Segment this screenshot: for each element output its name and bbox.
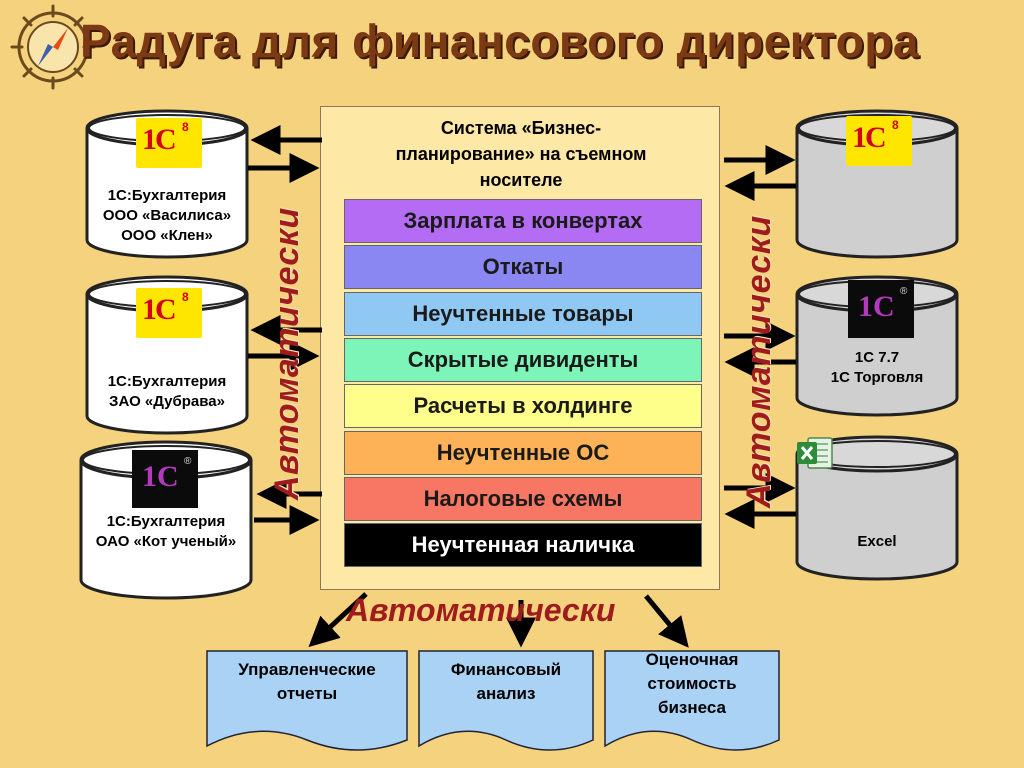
system-title: Система «Бизнес- планирование» на съемно… bbox=[395, 118, 647, 190]
cylinder-shape bbox=[795, 109, 959, 259]
rainbow-band: Расчеты в холдинге bbox=[344, 384, 702, 429]
database-excel: Excel bbox=[794, 432, 960, 582]
1c8-logo-icon: 1С 8 bbox=[846, 116, 912, 166]
document-shape bbox=[604, 650, 780, 751]
output-management-reports: Управленческие отчеты bbox=[206, 650, 408, 754]
output-business-valuation: Оценочная стоимость бизнеса bbox=[604, 650, 780, 754]
database-vasilisa: 1С 8 1С:Бухгалтерия ООО «Василиса» ООО «… bbox=[84, 106, 250, 260]
cylinder-shape bbox=[795, 435, 959, 581]
rainbow-band: Неучтенные ОС bbox=[344, 430, 702, 475]
database-label: 1С:Бухгалтерия ООО «Василиса» ООО «Клен» bbox=[102, 187, 232, 244]
1c-dark-logo-icon: 1С ® bbox=[848, 280, 914, 338]
database-label: 1С:Бухгалтерия ОАО «Кот ученый» bbox=[95, 513, 237, 550]
document-shape bbox=[418, 650, 594, 751]
excel-icon bbox=[797, 437, 833, 469]
page-title: Радуга для финансового директора bbox=[80, 15, 920, 67]
arrow-to-output bbox=[308, 592, 368, 648]
1c-dark-logo-icon: 1С ® bbox=[132, 450, 198, 508]
rainbow-band: Налоговые схемы bbox=[344, 476, 702, 521]
output-financial-analysis: Финансовый анализ bbox=[418, 650, 594, 754]
business-planning-system: Система «Бизнес- планирование» на съемно… bbox=[320, 106, 720, 590]
auto-label-right: Автоматически bbox=[740, 215, 778, 508]
database-dubrava: 1С 8 1С:Бухгалтерия ЗАО «Дубрава» bbox=[84, 272, 250, 436]
database-kot-uchenyi: 1С ® 1С:Бухгалтерия ОАО «Кот ученый» bbox=[78, 438, 253, 602]
database-label: Excel bbox=[857, 533, 897, 550]
rainbow-band: Зарплата в конвертах bbox=[344, 199, 702, 243]
rainbow-band: Неучтенные товары bbox=[344, 291, 702, 336]
rainbow-band: Неучтенная наличка bbox=[344, 523, 702, 568]
compass-wheel-icon bbox=[10, 4, 96, 90]
document-shape bbox=[206, 650, 408, 751]
database-1c77-torgovlya: 1С ® 1С 7.7 1С Торговля bbox=[794, 272, 960, 418]
1c8-logo-icon: 1С 8 bbox=[136, 288, 202, 338]
1c8-logo-icon: 1С 8 bbox=[136, 118, 202, 168]
auto-label-bottom: Автоматически bbox=[346, 592, 616, 628]
database-right-1c8: 1С 8 bbox=[794, 106, 960, 260]
database-label: 1С 7.7 1С Торговля bbox=[830, 349, 924, 386]
rainbow-band: Откаты bbox=[344, 245, 702, 290]
auto-label-left: Автоматически bbox=[268, 207, 306, 500]
database-label: 1С:Бухгалтерия ЗАО «Дубрава» bbox=[107, 373, 227, 410]
rainbow-band: Скрытые дивиденты bbox=[344, 337, 702, 382]
arrow-to-output bbox=[644, 594, 689, 648]
